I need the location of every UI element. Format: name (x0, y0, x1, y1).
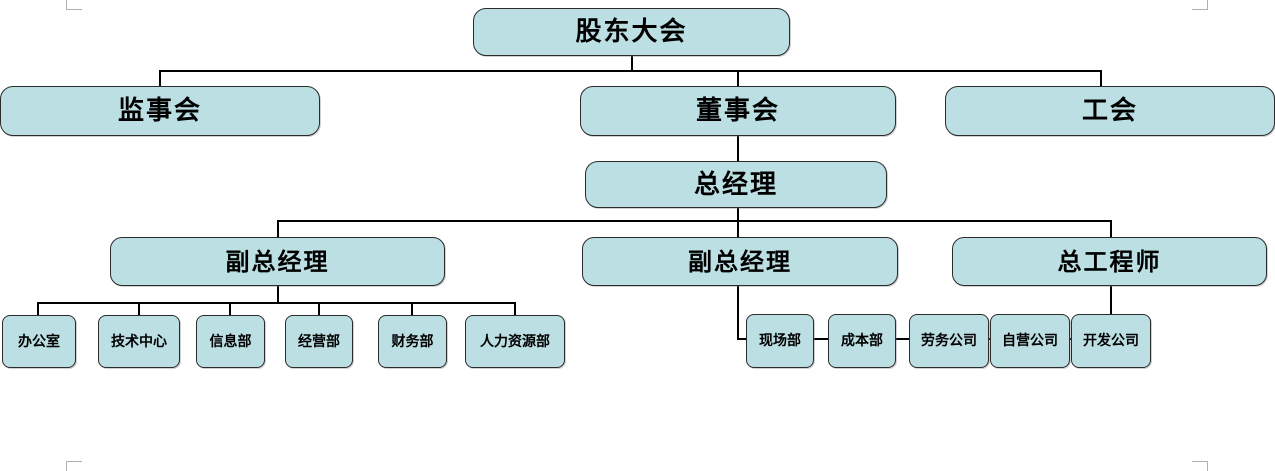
node-label: 监事会 (117, 96, 202, 126)
node-board-of-supervisors[interactable]: 监事会 (0, 86, 320, 136)
connector-shareholders-down (631, 54, 633, 72)
connector-dept-hr-drop (514, 302, 516, 316)
node-board-of-directors[interactable]: 董事会 (580, 86, 896, 136)
connector-row2-bus (159, 70, 1102, 72)
node-chief-engineer[interactable]: 总工程师 (952, 237, 1267, 286)
connector-chief-engineer-stem (1110, 285, 1112, 316)
connector-deputy-left-stem (277, 285, 279, 303)
crop-mark-bottom-right (1192, 461, 1208, 471)
node-department-self-operated-company[interactable]: 自营公司 (990, 314, 1070, 368)
node-general-manager[interactable]: 总经理 (585, 161, 887, 208)
crop-mark-top-right (1192, 0, 1208, 10)
connector-dept-finance-drop (411, 302, 413, 316)
node-label: 股东大会 (575, 17, 688, 47)
connector-deputy-middle-down (737, 220, 739, 238)
connector-dept-operations-drop (318, 302, 320, 316)
node-label: 副总经理 (225, 247, 330, 276)
node-label: 开发公司 (1083, 333, 1139, 349)
connector-directors-to-gm (737, 135, 739, 161)
node-label: 经营部 (298, 333, 340, 350)
crop-mark-bottom-left (66, 461, 82, 471)
node-department-development-company[interactable]: 开发公司 (1071, 314, 1151, 368)
connector-supervisors-down (159, 70, 161, 88)
connector-directors-down (737, 70, 739, 88)
node-deputy-general-manager-left[interactable]: 副总经理 (110, 237, 445, 286)
node-label: 信息部 (209, 333, 252, 350)
connector-chief-engineer-down (1110, 220, 1112, 238)
node-label: 工会 (1081, 96, 1138, 126)
connector-row4-bus (277, 220, 1111, 222)
connector-dept-tech-drop (138, 302, 140, 316)
node-department-information[interactable]: 信息部 (196, 315, 265, 368)
connector-dept-office-drop (37, 302, 39, 316)
crop-mark-top-left (66, 0, 82, 10)
connector-left-dept-bus (37, 302, 515, 304)
connector-gm-down (737, 207, 739, 221)
connector-dept-info-drop (229, 302, 231, 316)
node-label: 副总经理 (688, 247, 792, 276)
node-department-office[interactable]: 办公室 (2, 315, 76, 368)
node-department-finance[interactable]: 财务部 (378, 315, 447, 368)
connector-deputy-middle-stem (737, 285, 739, 340)
node-label: 总工程师 (1057, 247, 1162, 276)
node-department-operations[interactable]: 经营部 (285, 315, 353, 368)
node-label: 人力资源部 (480, 333, 550, 350)
node-label: 财务部 (391, 333, 434, 350)
node-department-technology-center[interactable]: 技术中心 (98, 315, 180, 368)
node-label: 董事会 (695, 96, 780, 126)
node-department-site[interactable]: 现场部 (746, 314, 814, 368)
node-label: 成本部 (841, 333, 883, 349)
connector-chain-cost-labor (893, 338, 911, 340)
node-deputy-general-manager-middle[interactable]: 副总经理 (582, 237, 898, 286)
connector-union-down (1100, 70, 1102, 88)
node-label: 办公室 (18, 333, 60, 350)
node-label: 技术中心 (111, 333, 167, 350)
node-department-cost[interactable]: 成本部 (828, 314, 896, 368)
node-shareholders-meeting[interactable]: 股东大会 (473, 8, 790, 56)
node-department-labor-company[interactable]: 劳务公司 (909, 314, 989, 368)
connector-deputy-left-down (277, 220, 279, 238)
connector-chain-site-cost (812, 338, 830, 340)
node-label: 现场部 (759, 333, 801, 349)
node-label: 总经理 (693, 169, 778, 200)
node-label: 自营公司 (1002, 333, 1058, 349)
node-department-human-resources[interactable]: 人力资源部 (465, 315, 565, 368)
node-labor-union[interactable]: 工会 (945, 86, 1275, 136)
node-label: 劳务公司 (921, 333, 977, 349)
